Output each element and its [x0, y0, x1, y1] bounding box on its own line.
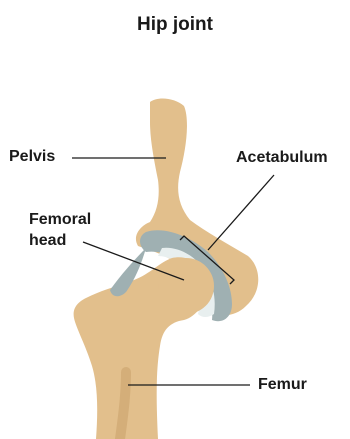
- femur-shading: [120, 372, 126, 439]
- pelvis-label: Pelvis: [9, 148, 55, 166]
- femoral-head-bone: [158, 258, 214, 314]
- femoral-head-label-line1: Femoral: [29, 209, 91, 230]
- femoral-head-label: Femoral head: [29, 209, 91, 251]
- femoral-head-label-line2: head: [29, 230, 91, 251]
- acetabulum-label: Acetabulum: [236, 149, 328, 167]
- acetabulum-leader: [208, 175, 274, 250]
- diagram-title: Hip joint: [0, 14, 350, 36]
- femur-label: Femur: [258, 376, 307, 394]
